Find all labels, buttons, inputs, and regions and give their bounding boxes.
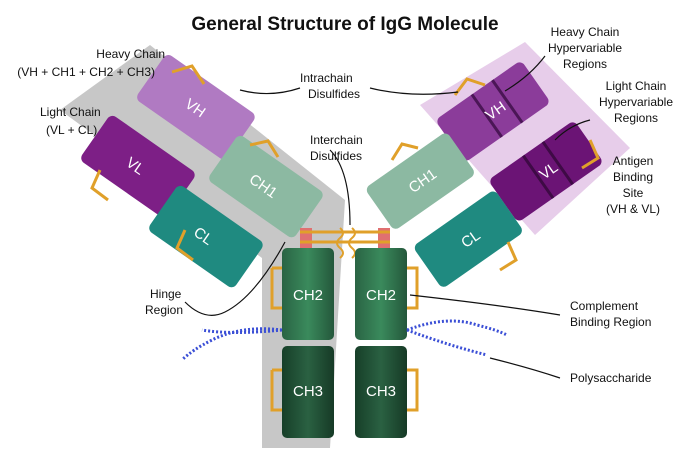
left-ch3-domain: CH3 (282, 346, 334, 438)
polysaccharide-label: Polysaccharide (570, 371, 652, 385)
right-ch3-label: CH3 (366, 383, 396, 400)
heavy-chain-left-formula: (VH + CH1 + CH2 + CH3) (17, 65, 155, 79)
heavy-hyper-label-3: Regions (563, 57, 607, 71)
light-hyper-label-3: Regions (614, 111, 658, 125)
right-ch3-domain: CH3 (355, 346, 407, 438)
left-vh-domain: VH (137, 55, 255, 160)
left-ch2-label: CH2 (293, 287, 323, 304)
left-ch1-domain: CH1 (209, 135, 323, 238)
complement-label-2: Binding Region (570, 315, 651, 329)
intrachain-label-2: Disulfides (308, 87, 360, 101)
complement-label-1: Complement (570, 299, 639, 313)
leader-lines (184, 55, 591, 379)
heavy-chain-left-label: Heavy Chain (96, 47, 165, 61)
left-cl-domain: CL (149, 185, 263, 288)
interchain-label-2: Disulfides (310, 149, 362, 163)
right-cl-domain: CL (414, 191, 522, 287)
intrachain-label-1: Intrachain (300, 71, 353, 85)
polysaccharide-chains (180, 319, 508, 362)
diagram-title: General Structure of IgG Molecule (191, 14, 498, 35)
left-vl-domain: VL (81, 115, 195, 218)
right-ch1-domain: CH1 (366, 133, 474, 229)
heavy-hyper-label-1: Heavy Chain (551, 25, 620, 39)
right-vh-domain: VH (437, 62, 549, 161)
light-chain-left-label: Light Chain (40, 105, 101, 119)
light-hyper-label-2: Hypervariable (599, 95, 673, 109)
hinge-region (300, 227, 390, 259)
antigen-site-highlight (420, 42, 630, 235)
right-ch2-domain: CH2 (355, 248, 407, 340)
left-ch3-label: CH3 (293, 383, 323, 400)
left-ch2-domain: CH2 (282, 248, 334, 340)
antigen-formula: (VH & VL) (606, 202, 660, 216)
right-ch2-label: CH2 (366, 287, 396, 304)
interchain-label-1: Interchain (310, 133, 363, 147)
light-chain-left-formula: (VL + CL) (46, 123, 97, 137)
light-hyper-label-1: Light Chain (606, 79, 667, 93)
antigen-label-1: Antigen (613, 154, 654, 168)
antigen-label-3: Site (623, 186, 644, 200)
hinge-label-2: Region (145, 303, 183, 317)
antigen-label-2: Binding (613, 170, 653, 184)
heavy-hyper-label-2: Hypervariable (548, 41, 622, 55)
intrachain-disulfides (90, 64, 600, 412)
right-vl-domain: VL (490, 122, 602, 221)
hinge-label-1: Hinge (150, 287, 182, 301)
